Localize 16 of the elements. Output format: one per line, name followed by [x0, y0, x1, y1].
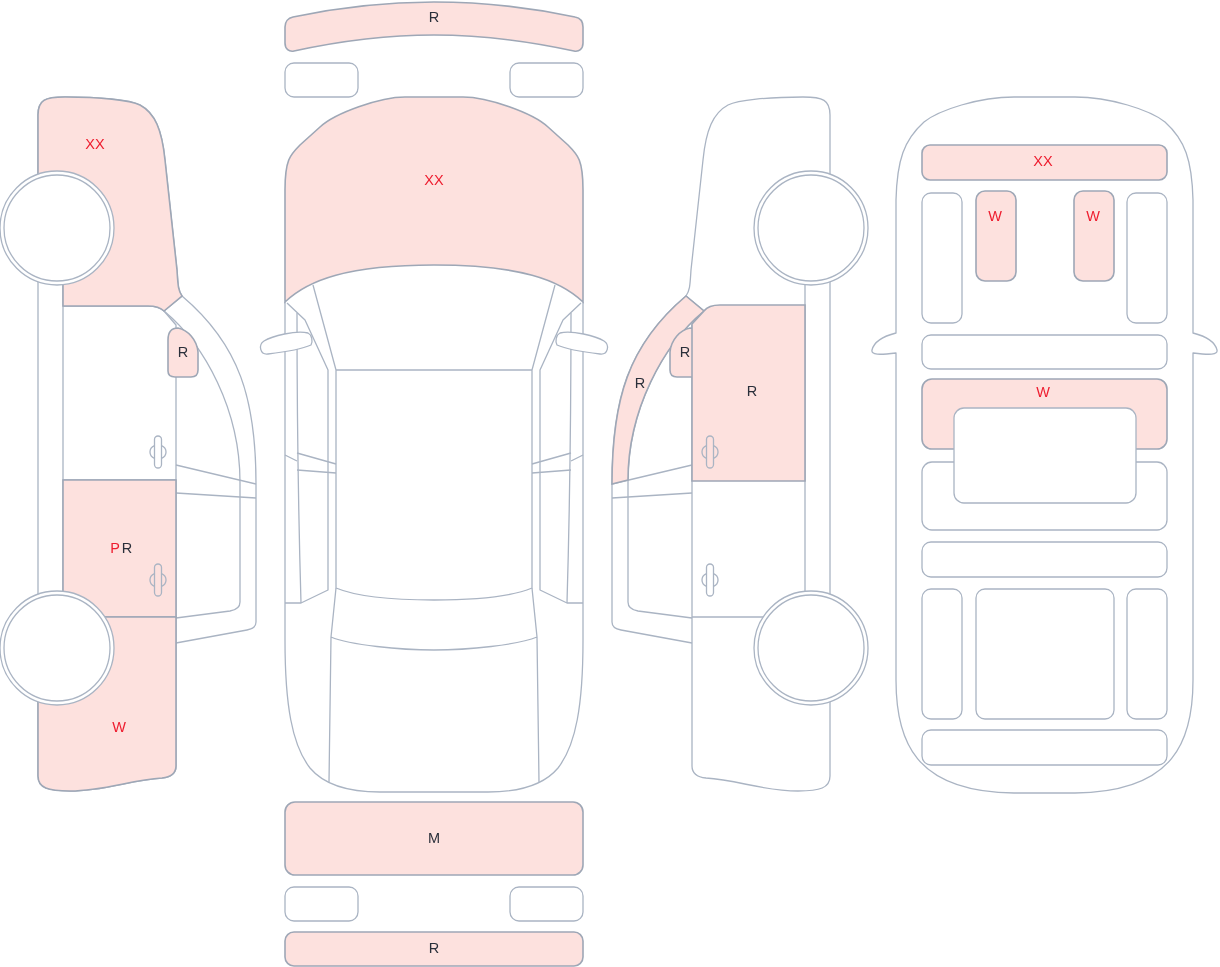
damage-code: R [679, 344, 691, 360]
damage-code: P [110, 540, 120, 556]
damage-code: R [428, 9, 440, 25]
damage-code: R [177, 344, 189, 360]
damage-code: W [988, 208, 1002, 224]
damage-code: XX [424, 172, 444, 188]
damage-code: R [634, 375, 646, 391]
damage-code: R [746, 383, 758, 399]
damage-code: W [112, 719, 126, 735]
damage-code: R [428, 940, 440, 956]
damage-code: R [121, 540, 133, 556]
damage-code: M [427, 830, 441, 846]
damage-code: XX [1033, 153, 1053, 169]
damage-code: XX [85, 136, 105, 152]
damage-code: W [1086, 208, 1100, 224]
damage-code: W [1036, 384, 1050, 400]
